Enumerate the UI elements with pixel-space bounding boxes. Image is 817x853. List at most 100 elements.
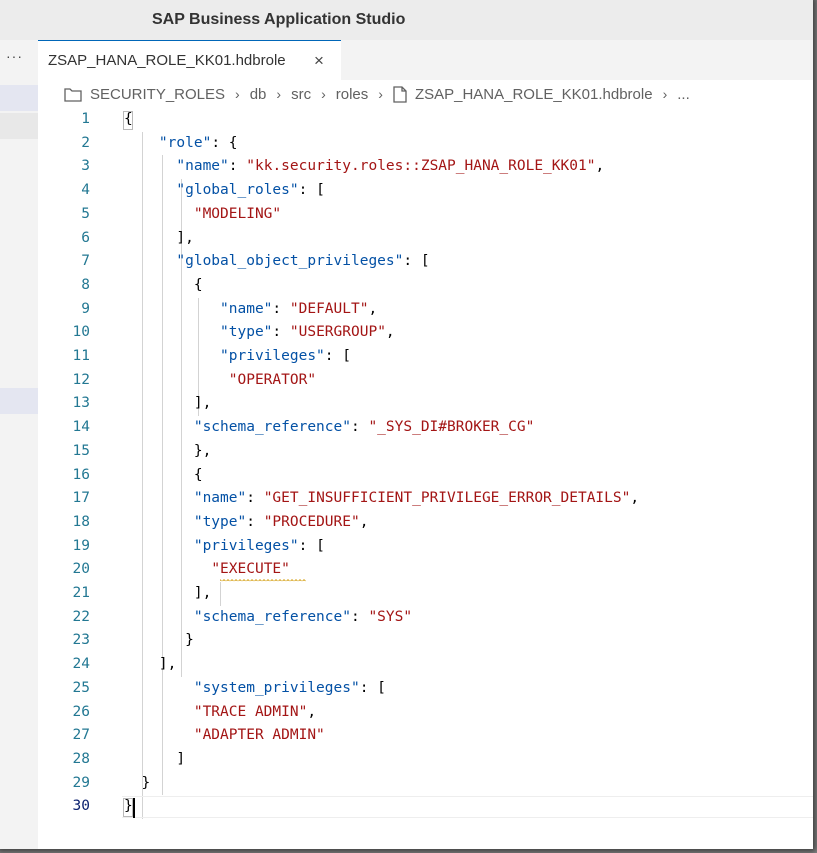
line-number: 6 xyxy=(81,229,90,246)
line-text: "type": "PROCEDURE", xyxy=(193,513,369,530)
line-text: "type": "USERGROUP", xyxy=(220,324,395,341)
code-line[interactable]: 29 } xyxy=(38,772,813,796)
code-line[interactable]: 18 "type": "PROCEDURE", xyxy=(38,511,813,535)
code-line[interactable]: 5 "MODELING" xyxy=(38,203,813,227)
breadcrumb-item[interactable]: roles xyxy=(336,86,369,103)
code-editor[interactable]: SECURITY_ROLES›db›src›roles›ZSAP_HANA_RO… xyxy=(38,80,813,849)
code-line[interactable]: 8 { xyxy=(38,274,813,298)
line-number: 16 xyxy=(72,466,90,483)
line-text: "name": "kk.security.roles::ZSAP_HANA_RO… xyxy=(176,158,605,175)
breadcrumb-label: src xyxy=(291,85,312,103)
more-actions-icon[interactable]: ··· xyxy=(6,48,23,64)
code-line[interactable]: 19 "privileges": [ xyxy=(38,535,813,559)
line-text: ], xyxy=(124,656,177,673)
line-number: 15 xyxy=(72,442,90,459)
line-number: 9 xyxy=(81,300,90,317)
code-line[interactable]: 17 "name": "GET_INSUFFICIENT_PRIVILEGE_E… xyxy=(38,487,813,511)
line-number: 26 xyxy=(72,703,90,720)
line-text: { xyxy=(124,276,203,293)
code-line[interactable]: 14 "schema_reference": "_SYS_DI#BROKER_C… xyxy=(38,416,813,440)
breadcrumb-label: ZSAP_HANA_ROLE_KK01.hdbrole xyxy=(414,85,653,103)
indent-guide xyxy=(198,297,199,417)
line-number: 27 xyxy=(72,727,90,744)
line-text: ], xyxy=(124,585,212,601)
line-number: 21 xyxy=(72,585,90,601)
line-text: "TRACE ADMIN", xyxy=(193,703,317,720)
breadcrumb-separator-icon: › xyxy=(276,86,282,102)
code-line[interactable]: 4 "global_roles": [ xyxy=(38,179,813,203)
code-line[interactable]: 6 ], xyxy=(38,227,813,251)
code-line[interactable]: 28 ] xyxy=(38,748,813,772)
breadcrumb-label: ... xyxy=(677,85,690,103)
line-text: } xyxy=(124,798,133,815)
title-bar: SAP Business Application Studio xyxy=(0,0,813,40)
line-text: "global_object_privileges": [ xyxy=(176,253,430,270)
line-text: "global_roles": [ xyxy=(176,182,325,199)
breadcrumb-item[interactable]: ZSAP_HANA_ROLE_KK01.hdbrole xyxy=(393,86,653,103)
line-text: "ADAPTER ADMIN" xyxy=(193,727,325,744)
breadcrumb-item[interactable]: db xyxy=(250,86,267,103)
code-line[interactable]: 21 ], xyxy=(38,582,813,606)
code-line[interactable]: 30} xyxy=(38,795,813,819)
line-number: 24 xyxy=(72,656,90,673)
code-line[interactable]: 7 "global_object_privileges": [ xyxy=(38,250,813,274)
code-line[interactable]: 15 }, xyxy=(38,440,813,464)
code-line[interactable]: 2 "role": { xyxy=(38,132,813,156)
breadcrumb-item[interactable]: SECURITY_ROLES xyxy=(64,86,225,103)
warning-squiggle[interactable] xyxy=(220,579,306,583)
editor-tab-bar: ZSAP_HANA_ROLE_KK01.hdbrole × xyxy=(38,40,813,80)
breadcrumb-label: db xyxy=(249,85,267,103)
line-number: 18 xyxy=(72,513,90,530)
code-line[interactable]: 26 "TRACE ADMIN", xyxy=(38,701,813,725)
bracket-match-highlight xyxy=(123,798,133,818)
code-line[interactable]: 1{ xyxy=(38,108,813,132)
breadcrumb-item[interactable]: src xyxy=(291,86,311,103)
line-text: "role": { xyxy=(158,134,238,151)
breadcrumb-item[interactable]: ... xyxy=(677,86,690,103)
code-line[interactable]: 20 "EXECUTE" xyxy=(38,558,813,582)
line-text: { xyxy=(124,111,133,127)
code-line[interactable]: 22 "schema_reference": "SYS" xyxy=(38,606,813,630)
line-number: 20 xyxy=(72,561,90,578)
indent-guide xyxy=(162,155,163,796)
line-number: 17 xyxy=(72,490,90,507)
line-number: 13 xyxy=(72,395,90,412)
explorer-row-focused[interactable] xyxy=(0,388,38,414)
code-line[interactable]: 25 "system_privileges": [ xyxy=(38,677,813,701)
code-line[interactable]: 9 "name": "DEFAULT", xyxy=(38,298,813,322)
code-line[interactable]: 12 "OPERATOR" xyxy=(38,369,813,393)
tab-hdbrole-file[interactable]: ZSAP_HANA_ROLE_KK01.hdbrole × xyxy=(38,40,341,80)
line-text: "name": "DEFAULT", xyxy=(220,300,378,317)
breadcrumb-separator-icon: › xyxy=(235,86,240,102)
explorer-row[interactable] xyxy=(0,113,38,139)
line-number: 23 xyxy=(72,632,90,649)
text-cursor xyxy=(133,798,135,819)
line-number: 25 xyxy=(72,679,90,696)
close-icon[interactable]: × xyxy=(314,51,324,70)
code-line[interactable]: 10 "type": "USERGROUP", xyxy=(38,321,813,345)
folder-icon xyxy=(64,87,90,102)
line-text: { xyxy=(124,466,203,483)
code-line[interactable]: 16 { xyxy=(38,464,813,488)
code-line[interactable]: 23 } xyxy=(38,629,813,653)
code-line[interactable]: 24 ], xyxy=(38,653,813,677)
line-text: "schema_reference": "_SYS_DI#BROKER_CG" xyxy=(193,419,535,436)
bracket-match-highlight xyxy=(123,111,133,130)
code-line[interactable]: 11 "privileges": [ xyxy=(38,345,813,369)
file-icon xyxy=(393,85,415,103)
indent-guide xyxy=(181,179,182,677)
line-number: 10 xyxy=(72,324,90,341)
breadcrumb: SECURITY_ROLES›db›src›roles›ZSAP_HANA_RO… xyxy=(64,83,690,105)
code-line[interactable]: 13 ], xyxy=(38,392,813,416)
line-number: 29 xyxy=(72,774,90,791)
line-text: "EXECUTE" xyxy=(211,561,290,578)
line-text: "name": "GET_INSUFFICIENT_PRIVILEGE_ERRO… xyxy=(193,490,640,507)
line-number: 1 xyxy=(81,111,90,127)
explorer-row-selected[interactable] xyxy=(0,85,38,111)
breadcrumb-label: roles xyxy=(335,85,369,103)
line-text: ], xyxy=(124,229,194,246)
code-line[interactable]: 27 "ADAPTER ADMIN" xyxy=(38,724,813,748)
code-line[interactable]: 3 "name": "kk.security.roles::ZSAP_HANA_… xyxy=(38,155,813,179)
line-number: 12 xyxy=(72,371,90,388)
